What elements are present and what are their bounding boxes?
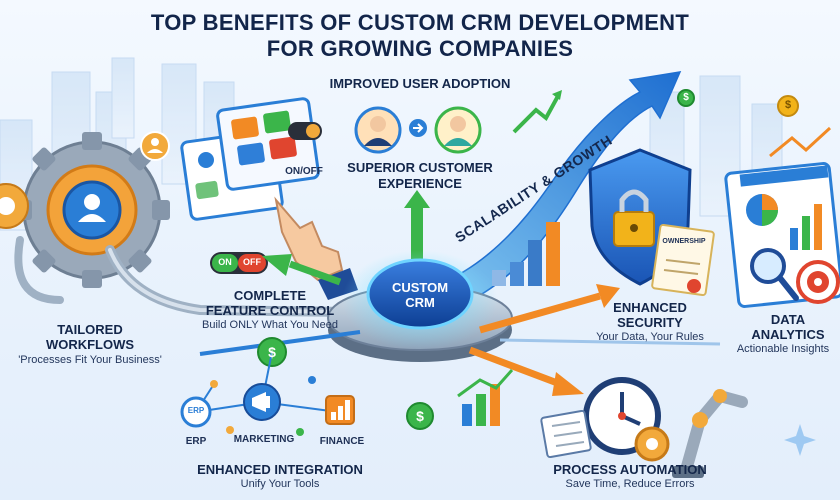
- bar-chart-icon: [325, 395, 355, 425]
- bar-chart-icon: [492, 222, 560, 286]
- dollar-symbol-4: $: [683, 92, 689, 103]
- pipe-connector: [14, 236, 355, 317]
- dollar-symbol-2: $: [416, 408, 424, 424]
- growth-arrow-icon: [769, 126, 832, 158]
- magnifier-icon: [750, 248, 799, 301]
- gear-icon: [0, 183, 29, 229]
- security-label-line2: SECURITY: [617, 315, 683, 330]
- toggle-on: ON: [218, 257, 232, 267]
- integration-sub: Unify Your Tools: [240, 478, 320, 490]
- dollar-symbol-1: $: [268, 344, 276, 360]
- analytics-label-line2: ANALYTICS: [751, 327, 825, 342]
- automation-sub: Save Time, Reduce Errors: [565, 478, 695, 490]
- ownership-label: OWNERSHIP: [662, 238, 706, 245]
- workflows-sub: 'Processes Fit Your Business': [18, 354, 162, 366]
- hub-label-line1: CUSTOM: [391, 280, 449, 295]
- analytics-sub: Actionable Insights: [736, 343, 830, 355]
- adoption-avatars: [354, 106, 482, 154]
- integration-title: ENHANCED INTEGRATION: [197, 462, 363, 477]
- toggle-icon: [210, 252, 268, 274]
- security-sub: Your Data, Your Rules: [596, 331, 704, 343]
- finance-label: FINANCE: [319, 436, 365, 447]
- erp-badge: ERP: [187, 406, 205, 415]
- adoption-label: IMPROVED USER ADOPTION: [329, 76, 511, 91]
- checklist-icon: [540, 409, 592, 459]
- bar-chart-icon: [457, 369, 514, 426]
- analytics-label-line1: DATA: [770, 312, 806, 327]
- robot-arm-icon: [672, 389, 748, 478]
- bar-chart-icon: [790, 204, 822, 250]
- page-title: TOP BENEFITS OF CUSTOM CRM DEVELOPMENT: [150, 10, 690, 35]
- feature-control-label-line1: COMPLETE: [233, 288, 307, 303]
- toggle-off: OFF: [243, 257, 261, 267]
- feature-control-sub: Build ONLY What You Need: [202, 319, 338, 331]
- feature-control-label-line2: FEATURE CONTROL: [205, 303, 335, 318]
- pie-chart-icon: [746, 194, 778, 226]
- experience-label-line1: SUPERIOR CUSTOMER: [347, 160, 493, 175]
- user-icon: [78, 194, 106, 222]
- dollar-symbol-3: $: [784, 99, 792, 111]
- erp-label: ERP: [185, 436, 207, 447]
- security-label-line1: ENHANCED: [613, 300, 687, 315]
- workflows-label-line2: WORKFLOWS: [45, 337, 135, 352]
- toggle-label: ON/OFF: [285, 166, 323, 177]
- hub-label-line2: CRM: [405, 295, 435, 310]
- gear-icon: [634, 426, 670, 462]
- experience-label-line2: EXPERIENCE: [378, 176, 462, 191]
- automation-title: PROCESS AUTOMATION: [553, 462, 707, 477]
- megaphone-icon: [243, 383, 281, 421]
- feature-control-screens: [180, 97, 322, 221]
- marketing-label: MARKETING: [233, 434, 295, 445]
- integration-network: [180, 351, 339, 436]
- sparkle-icon: [784, 424, 816, 456]
- user-icon: [140, 131, 170, 161]
- growth-arrow-icon: [512, 90, 562, 134]
- hub-platform: [327, 250, 513, 362]
- workflows-label-line1: TAILORED: [57, 322, 123, 337]
- page-subtitle: FOR GROWING COMPANIES: [266, 36, 574, 61]
- target-icon: [796, 260, 840, 304]
- up-arrow: [404, 190, 430, 262]
- certificate-icon: [651, 223, 715, 297]
